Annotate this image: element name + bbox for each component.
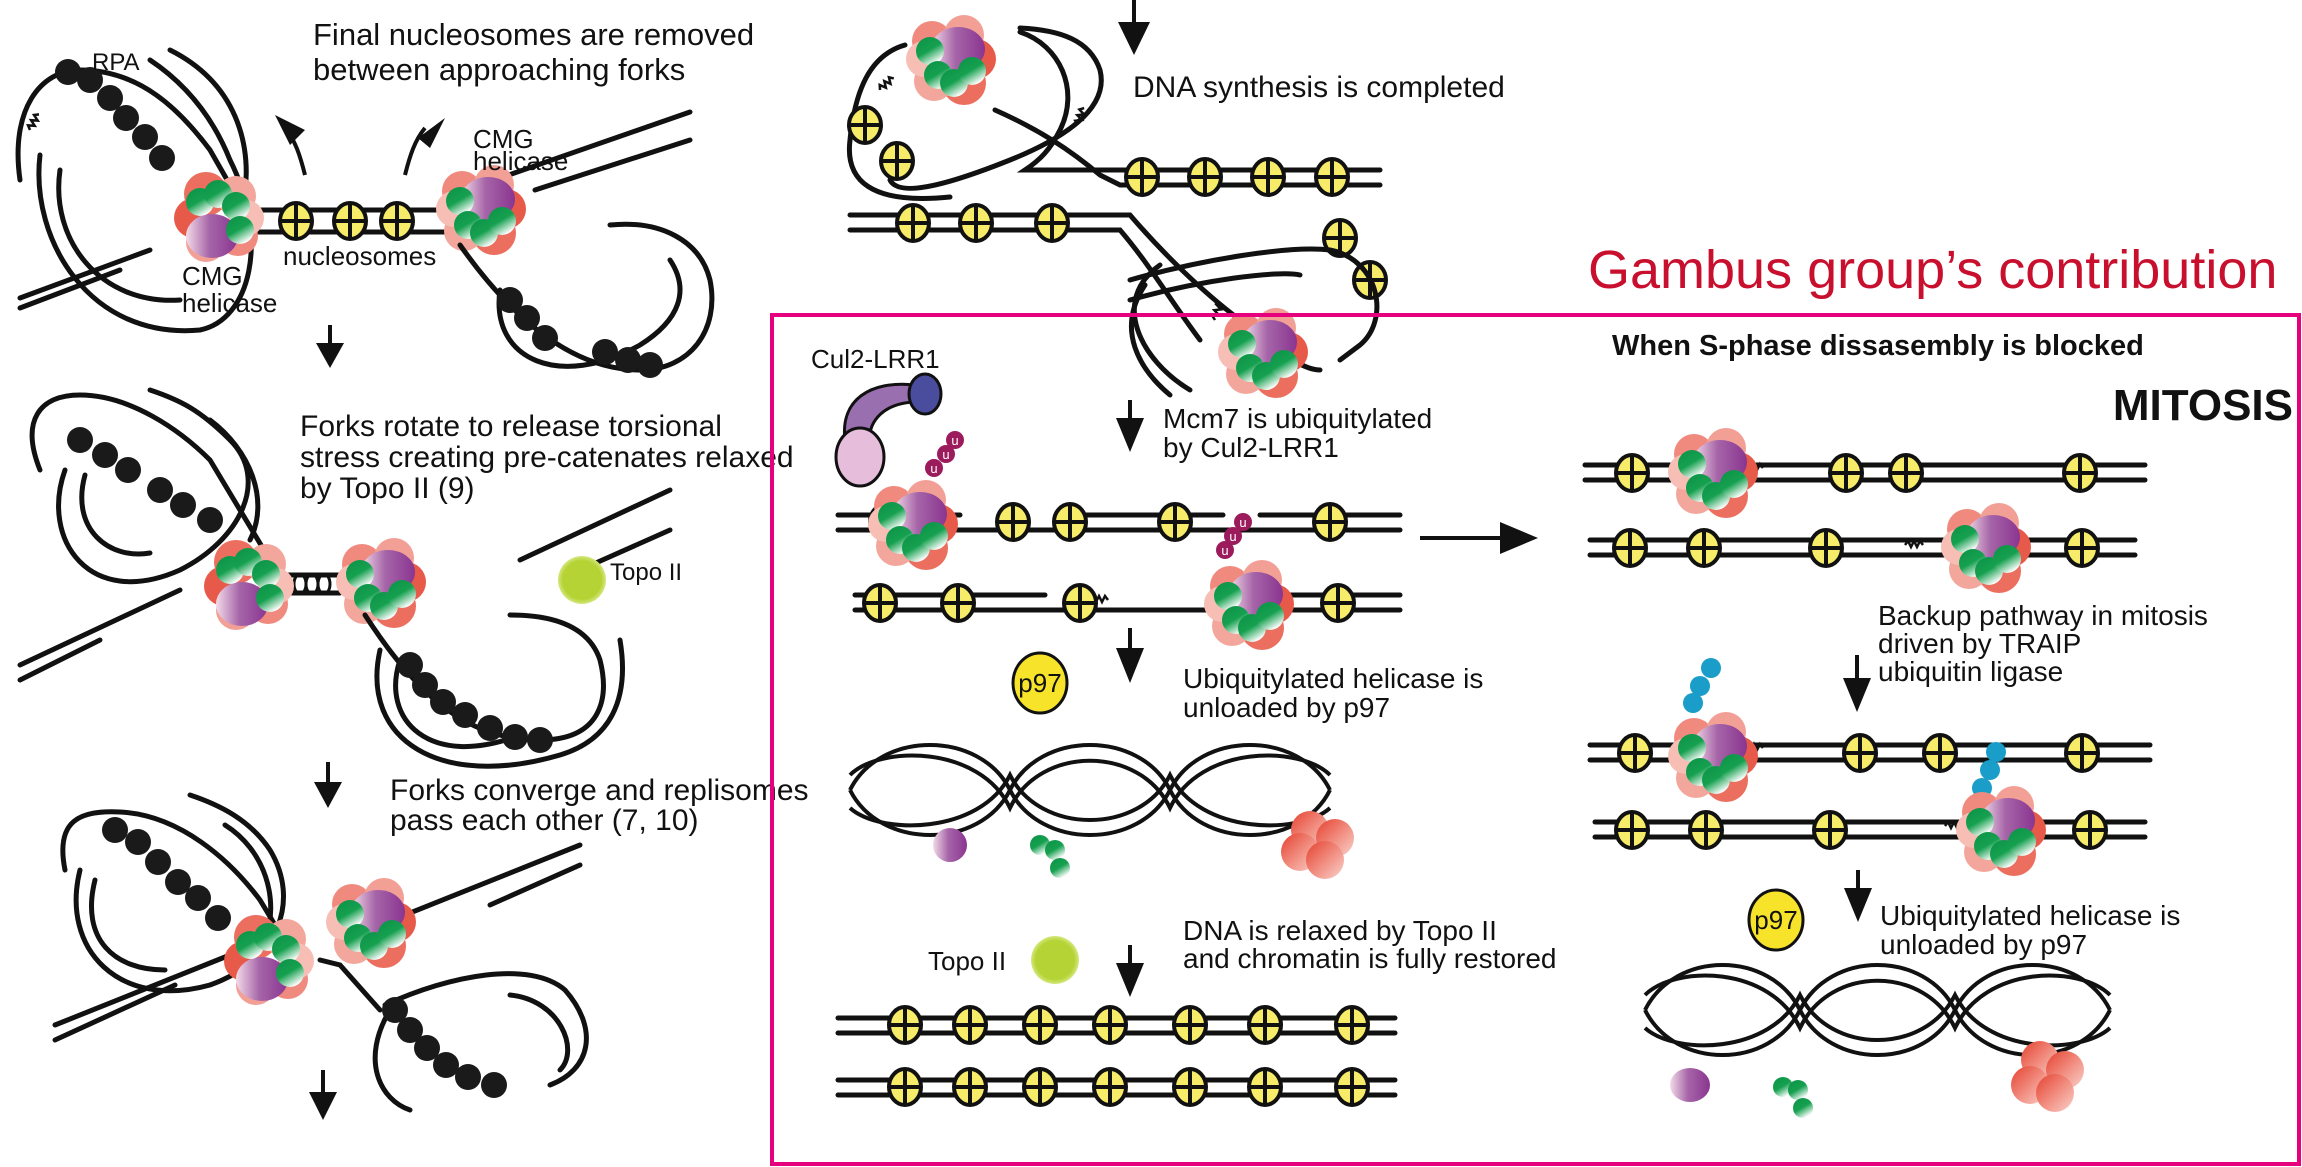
down-arrow-icon [1844, 870, 1872, 922]
released-gins [1030, 835, 1070, 878]
dna-loop-strand [36, 57, 254, 334]
rpa-label: RPA [92, 49, 140, 76]
p97-label: p97 [1018, 668, 1061, 698]
cmg-helicase [1956, 786, 2046, 876]
panel3-caption: Forks converge and replisomes pass each … [390, 774, 817, 837]
svg-text:u: u [1229, 529, 1236, 544]
panel1-caption: Final nucleosomes are removed between ap… [313, 17, 763, 87]
p97-enzyme [1011, 651, 1069, 715]
right-arrow-icon [1420, 522, 1538, 554]
svg-text:u: u [942, 447, 949, 462]
dna-loop-strand [846, 42, 953, 201]
ubiquitin-chain: u u u [925, 431, 964, 477]
nucleosomes-label: nucleosomes [283, 241, 436, 271]
traip-ubiquitin-chain [1972, 742, 2006, 798]
gambus-title: Gambus group’s contribution [1588, 240, 2277, 300]
dna-loop-strand [56, 167, 183, 303]
rpa-chain [397, 652, 553, 753]
arrow-head-icon [418, 118, 445, 148]
down-arrow-icon [316, 325, 344, 368]
cmg-helicase-label-left: CMG helicase [182, 261, 277, 318]
arrow-head-icon [275, 115, 305, 145]
rpa-chain [102, 817, 231, 931]
released-mcm2-7 [1281, 811, 1354, 879]
released-cdc45 [933, 828, 967, 862]
traip-ubiquitin-chain [1683, 658, 1721, 713]
mcm7-caption: Mcm7 is ubiquitylated by Cul2-LRR1 [1163, 403, 1440, 463]
dna-loop-strand [89, 877, 168, 973]
down-arrow-icon [314, 762, 342, 808]
released-gins [1773, 1077, 1813, 1118]
panel-forks-converge: Forks converge and replisomes pass each … [52, 774, 817, 1120]
cmg-helicase-left [224, 915, 314, 1005]
dna-loop-strand [393, 657, 523, 749]
dna-loop-strand [29, 392, 273, 563]
synthesis-caption: DNA synthesis is completed [1133, 71, 1505, 104]
dna-loop-strand [56, 387, 251, 585]
cmg-helicase [1218, 308, 1308, 398]
gambus-contribution-box [770, 313, 2301, 1166]
topo-ii-label: Topo II [928, 946, 1006, 976]
cul2-lrr1-label: Cul2-LRR1 [811, 344, 940, 374]
svg-text:u: u [951, 433, 958, 448]
p97-enzyme [1747, 888, 1805, 952]
cmg-helicase-right [326, 878, 416, 968]
cmg-helicase [906, 15, 996, 105]
dna-loop-strand [507, 992, 571, 1073]
topo-ii-enzyme [1031, 936, 1079, 984]
down-arrow-icon [1116, 400, 1144, 452]
down-arrow-icon [1116, 945, 1144, 997]
backup-caption: Backup pathway in mitosis driven by TRAI… [1878, 600, 2216, 687]
nucleosome-row [278, 201, 415, 241]
down-arrow-icon [1116, 628, 1144, 683]
cmg-helicase-ubiquitylated [868, 480, 958, 570]
curved-arrow-icon [403, 126, 427, 176]
restored-chromatin [835, 1005, 1398, 1107]
s-phase-pathway: Cul2-LRR1 u u u Mcm7 is ubiquitylated by… [811, 344, 1557, 1107]
mitosis-pathway: Backup pathway in mitosis driven by TRAI… [1582, 428, 2216, 1118]
box-subtitle: When S-phase dissasembly is blocked [1612, 330, 2144, 362]
cmg-helicase-right [336, 538, 426, 628]
down-arrow-icon [1843, 655, 1871, 712]
down-arrow-icon [1118, 0, 1150, 55]
rpa-chain [382, 997, 507, 1098]
down-arrow-icon [309, 1070, 337, 1120]
svg-text:u: u [1239, 515, 1246, 530]
ubiquitin-chain: u u u [1216, 513, 1252, 559]
catenated-dna [848, 743, 1332, 837]
topo-ii-enzyme [558, 556, 606, 604]
cmg-helicase-right [436, 165, 526, 255]
svg-text:u: u [930, 461, 937, 476]
released-cdc45 [1670, 1068, 1710, 1102]
panel-dna-synthesis-completed: DNA synthesis is completed [846, 0, 1505, 398]
dna-loop-strand [372, 1007, 413, 1113]
released-mcm2-7 [2011, 1041, 2084, 1112]
cmg-helicase [1668, 428, 1758, 518]
cmg-helicase-left [204, 540, 294, 630]
panel2-caption: Forks rotate to release torsional stress… [300, 410, 802, 505]
cmg-helicase-ubiquitylated [1204, 560, 1294, 650]
mitosis-unload-caption: Ubiquitylated helicase is unloaded by p9… [1880, 900, 2188, 960]
p97-label: p97 [1754, 905, 1797, 935]
dna-loop-strand [60, 809, 313, 958]
dna-loop-strand [79, 472, 153, 557]
svg-text:u: u [1221, 543, 1228, 558]
relax-caption: DNA is relaxed by Topo II and chromatin … [1183, 915, 1557, 974]
cmg-helicase-label-right: CMG helicase [473, 124, 568, 176]
dna-loop-strand [207, 417, 261, 543]
panel-forks-rotate: Topo II Forks rotate to release torsiona… [17, 387, 802, 808]
cul2-lrr1-complex [834, 372, 943, 488]
mitosis-label: MITOSIS [2113, 381, 2293, 430]
unload-caption: Ubiquitylated helicase is unloaded by p9… [1183, 663, 1491, 723]
rpa-chain [67, 427, 223, 533]
panel-final-nucleosomes-removed: Final nucleosomes are removed between ap… [15, 17, 763, 378]
dna-loop-strand [374, 637, 625, 769]
topo-ii-label: Topo II [610, 559, 682, 586]
nucleosome-row [847, 105, 1350, 197]
cmg-helicase [1941, 503, 2031, 593]
dna-loop-strand [382, 971, 589, 1088]
cmg-helicase [1668, 712, 1758, 802]
cmg-helicase-left [174, 172, 264, 262]
